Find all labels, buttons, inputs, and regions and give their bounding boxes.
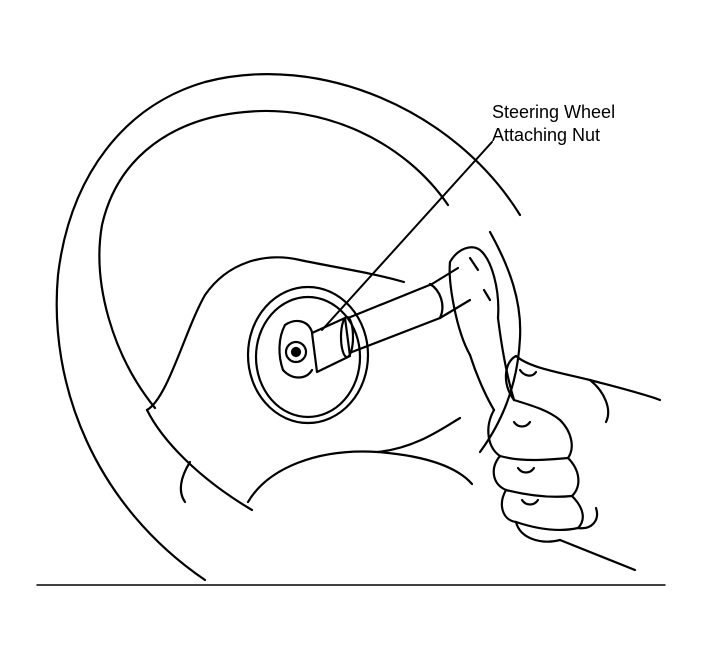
callout-line-1: Steering Wheel: [492, 102, 616, 122]
ratchet-handle: [448, 246, 516, 412]
callout-label: Steering Wheel Attaching Nut: [492, 101, 615, 147]
attaching-nut: [278, 319, 314, 379]
wheel-hub: [145, 256, 474, 512]
callout-line-2: Attaching Nut: [492, 125, 601, 145]
hand: [487, 354, 662, 572]
leader-line: [321, 141, 493, 331]
socket-extension: [310, 266, 472, 374]
center-ring: [246, 285, 370, 425]
wheel-rim: [55, 73, 522, 582]
